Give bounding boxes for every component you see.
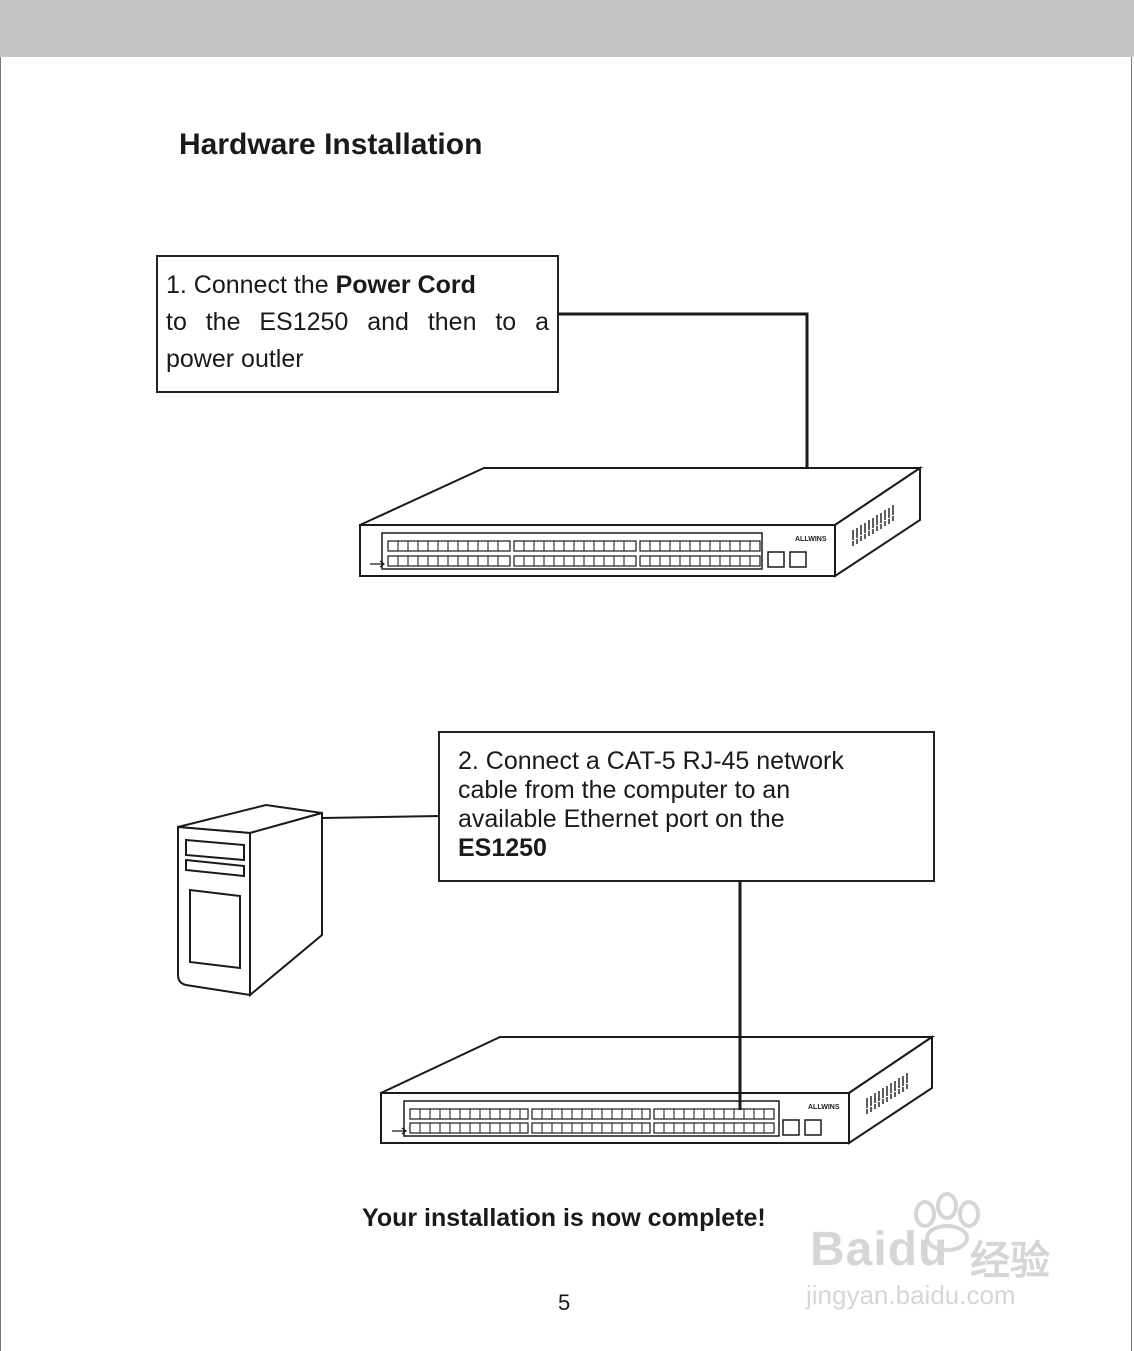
network-switch-1: ALLWINS	[359, 466, 924, 578]
top-bar	[0, 0, 1134, 57]
switch-2-vent	[866, 1073, 908, 1114]
watermark-cn: 经验	[970, 1239, 1050, 1283]
paw-icon	[914, 1192, 980, 1252]
computer-tower	[177, 803, 323, 998]
switch-1-arrow-icon	[370, 560, 385, 568]
completion-message: Your installation is now complete!	[362, 1204, 766, 1232]
power-cord-line	[559, 312, 809, 468]
step-2-line-3: available Ethernet port on the	[458, 805, 785, 833]
switch-1-brand: ALLWINS	[795, 536, 827, 543]
step-1-box: 1. Connect the Power Cord to the ES1250 …	[156, 255, 559, 393]
watermark-url: jingyan.baidu.com	[806, 1280, 1016, 1310]
watermark-brand: Baidu	[810, 1223, 949, 1276]
step-2-line-1: 2. Connect a CAT-5 RJ-45 network	[458, 747, 844, 775]
computer-cable-line	[321, 815, 441, 819]
step-1-line-2: to the ES1250 and then to a	[166, 308, 549, 336]
step-2-line-2: cable from the computer to an	[458, 776, 791, 804]
step-1-line-3: power outler	[166, 345, 304, 373]
page-number: 5	[558, 1290, 571, 1315]
step-2-box: 2. Connect a CAT-5 RJ-45 network cable f…	[438, 731, 935, 882]
switch-1-vent	[852, 505, 894, 546]
baidu-watermark: Baidu 经验 jingyan.baidu.com	[800, 1192, 1070, 1322]
step-1-line-1: 1. Connect the Power Cord	[166, 271, 476, 299]
manual-page	[0, 57, 1132, 1351]
network-switch-2: ALLWINS	[380, 1035, 936, 1145]
page-title: Hardware Installation	[179, 128, 483, 161]
power-cord-label: Power Cord	[335, 271, 476, 299]
step-2-line-4: ES1250	[458, 834, 547, 862]
switch-2-brand: ALLWINS	[808, 1104, 840, 1111]
switch-2-arrow-icon	[392, 1127, 407, 1135]
